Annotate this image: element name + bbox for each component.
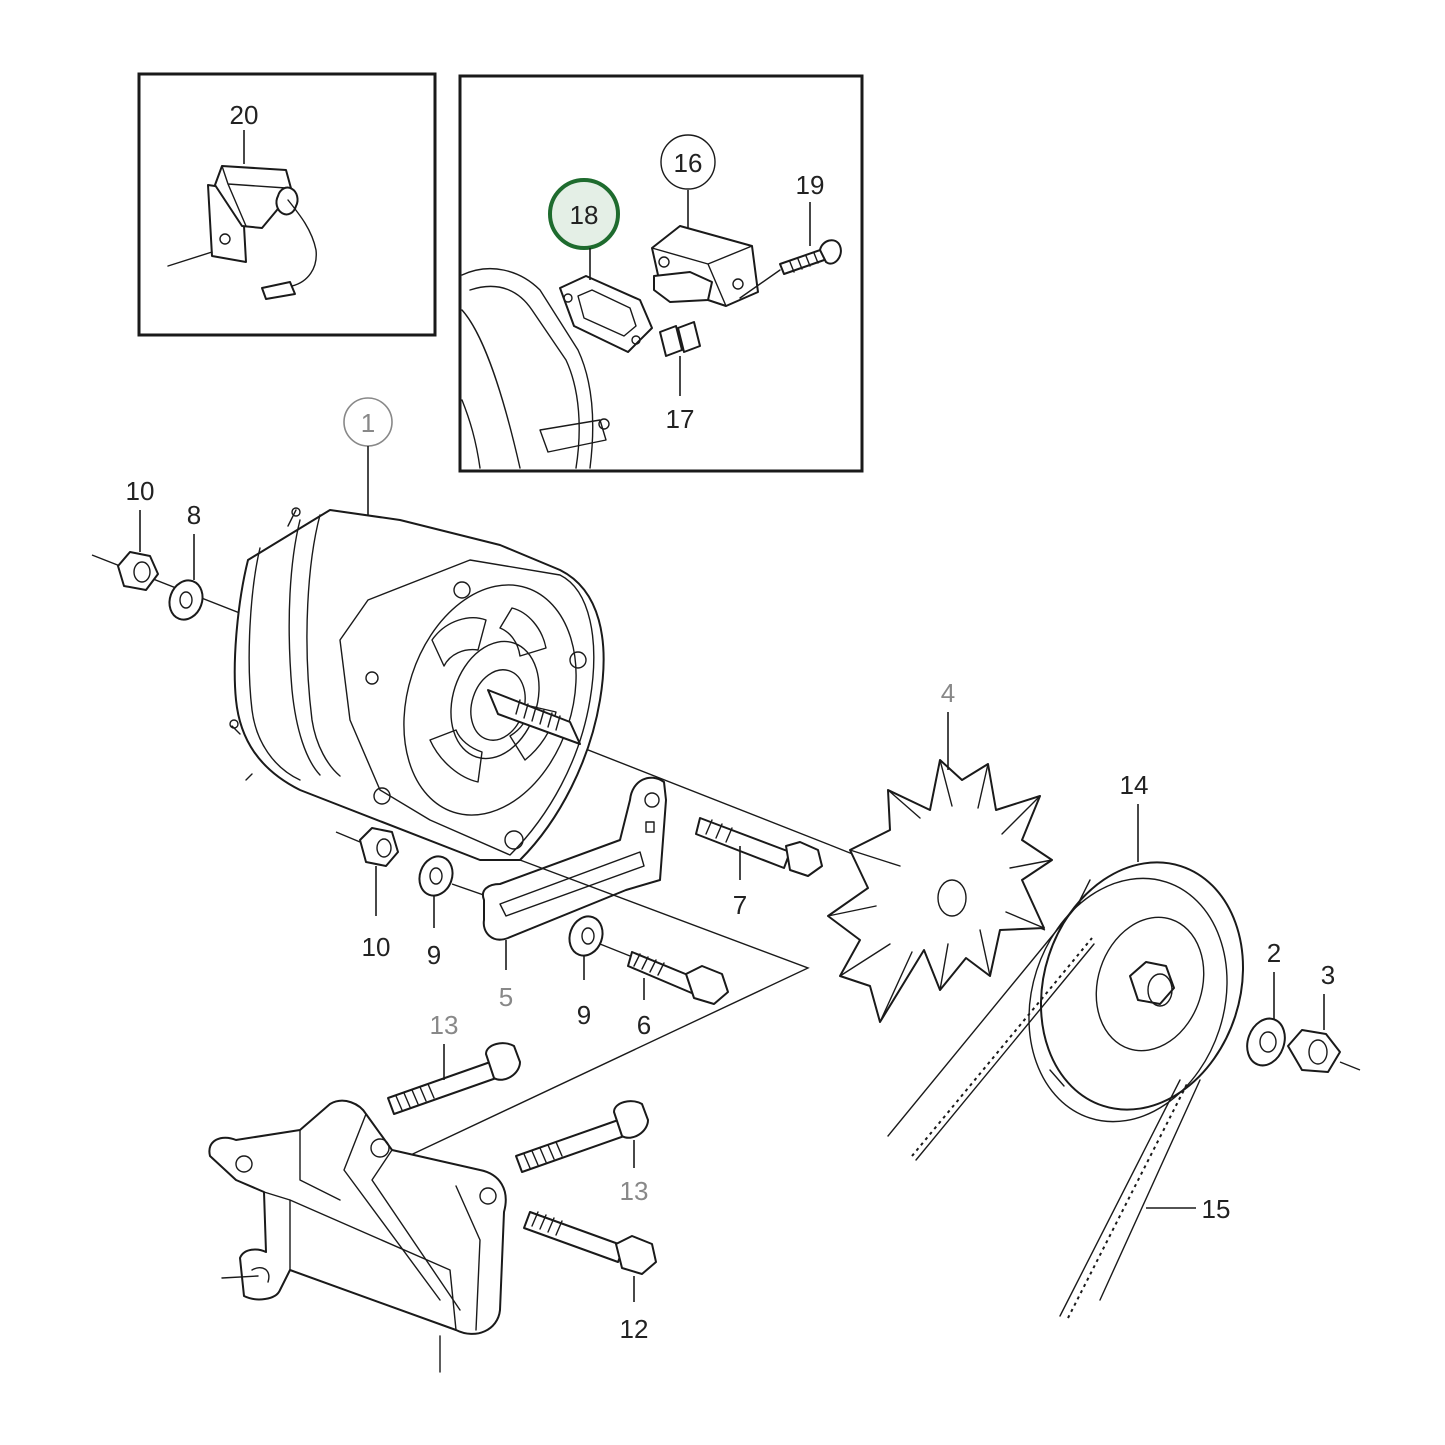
callout-13-upper-label: 13 xyxy=(430,1010,459,1040)
callout-6-label: 6 xyxy=(637,1010,651,1040)
callout-4: 4 xyxy=(941,678,955,770)
callout-19-label: 19 xyxy=(796,170,825,200)
bolt-part-13-upper[interactable] xyxy=(387,1042,521,1115)
bolt-part-12[interactable] xyxy=(523,1211,657,1275)
bolt-part-7[interactable] xyxy=(695,817,823,877)
gasket-part-18[interactable] xyxy=(559,275,653,353)
nut-part-10-bottom[interactable] xyxy=(359,827,399,867)
inset-relay: 20 xyxy=(137,72,437,337)
callout-17: 17 xyxy=(666,356,695,434)
callout-17-label: 17 xyxy=(666,404,695,434)
callout-8-label: 8 xyxy=(187,500,201,530)
callout-2-label: 2 xyxy=(1267,938,1281,968)
bolt-part-6[interactable] xyxy=(627,951,729,1005)
callout-16-label: 16 xyxy=(674,148,703,178)
callout-4-label: 4 xyxy=(941,678,955,708)
brush-part-17[interactable] xyxy=(659,321,701,357)
screw-part-19[interactable] xyxy=(739,239,842,299)
callout-8: 8 xyxy=(187,500,201,580)
callout-1-label: 1 xyxy=(361,408,375,438)
callout-10-bottom: 10 xyxy=(362,866,391,962)
washer-part-8[interactable] xyxy=(164,576,208,625)
callout-10-top-label: 10 xyxy=(126,476,155,506)
mounting-bracket[interactable] xyxy=(208,1099,507,1373)
callout-12-label: 12 xyxy=(620,1314,649,1344)
callout-1: 1 xyxy=(343,397,393,516)
callout-9-left: 9 xyxy=(427,896,441,970)
callout-2: 2 xyxy=(1267,938,1281,1020)
inset-regulator: 16 18 19 17 xyxy=(458,74,864,473)
belt-part-15[interactable] xyxy=(887,901,1201,1319)
washer-part-2[interactable] xyxy=(1241,1013,1291,1070)
callout-5: 5 xyxy=(499,940,513,1012)
callout-18-label: 18 xyxy=(570,200,599,230)
callout-3-label: 3 xyxy=(1321,960,1335,990)
callout-9-right-label: 9 xyxy=(577,1000,591,1030)
callout-15-label: 15 xyxy=(1202,1194,1231,1224)
callout-20-label: 20 xyxy=(230,100,259,130)
callout-18-highlighted[interactable]: 18 xyxy=(548,178,620,280)
callout-16: 16 xyxy=(660,134,716,228)
callout-9-right: 9 xyxy=(577,956,591,1030)
callout-15: 15 xyxy=(1146,1194,1230,1224)
callout-14: 14 xyxy=(1120,770,1149,862)
pulley-part-14[interactable] xyxy=(998,836,1274,1148)
regulator-part-16[interactable] xyxy=(651,225,759,307)
nut-part-10-top[interactable] xyxy=(117,551,159,591)
callout-10-bottom-label: 10 xyxy=(362,932,391,962)
callout-20: 20 xyxy=(230,100,259,164)
inset-alternator-body xyxy=(461,268,610,469)
callout-14-label: 14 xyxy=(1120,770,1149,800)
callout-7: 7 xyxy=(733,846,747,920)
callout-5-label: 5 xyxy=(499,982,513,1012)
nut-part-3[interactable] xyxy=(1287,1029,1341,1073)
callout-3: 3 xyxy=(1321,960,1335,1030)
callout-9-left-label: 9 xyxy=(427,940,441,970)
fan-part-4[interactable] xyxy=(827,759,1053,1023)
callout-19: 19 xyxy=(796,170,825,246)
callout-13-upper: 13 xyxy=(430,1010,459,1080)
callout-13-lower: 13 xyxy=(620,1140,649,1206)
callout-7-label: 7 xyxy=(733,890,747,920)
alternator-part-1[interactable] xyxy=(229,507,605,861)
bracket-part-5[interactable] xyxy=(482,776,667,941)
relay-part[interactable] xyxy=(167,165,317,300)
washer-part-9-right[interactable] xyxy=(564,912,608,961)
callout-10-top: 10 xyxy=(126,476,155,552)
bolt-part-13-lower[interactable] xyxy=(515,1100,649,1173)
inset-relay-frame xyxy=(137,72,437,337)
washer-part-9-left[interactable] xyxy=(414,852,458,901)
callout-6: 6 xyxy=(637,978,651,1040)
callout-12: 12 xyxy=(620,1276,649,1344)
inset-regulator-frame xyxy=(458,74,864,473)
callout-13-lower-label: 13 xyxy=(620,1176,649,1206)
